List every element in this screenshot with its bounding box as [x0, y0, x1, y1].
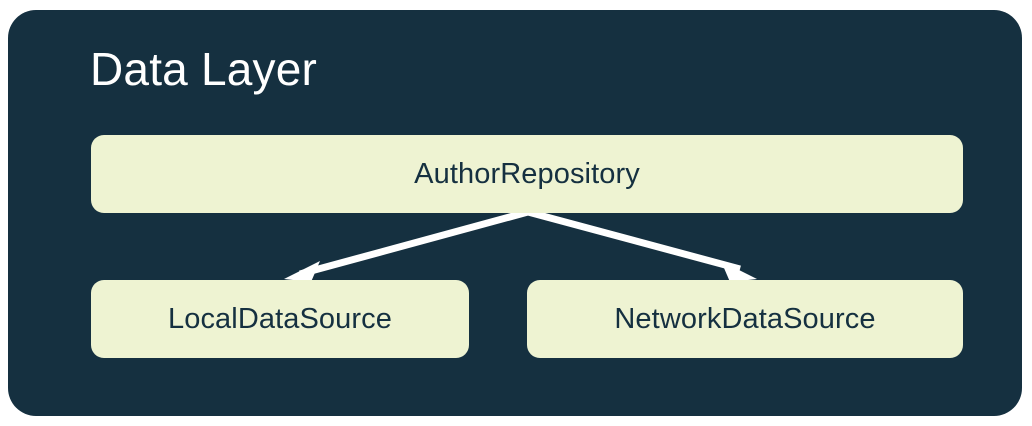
node-label: AuthorRepository	[414, 157, 640, 190]
node-local-data-source[interactable]: LocalDataSource	[91, 280, 469, 358]
layer-title: Data Layer	[90, 43, 318, 95]
node-network-data-source[interactable]: NetworkDataSource	[527, 280, 963, 358]
node-label: LocalDataSource	[168, 302, 392, 335]
node-label: NetworkDataSource	[614, 302, 876, 335]
node-author-repository[interactable]: AuthorRepository	[91, 135, 963, 213]
